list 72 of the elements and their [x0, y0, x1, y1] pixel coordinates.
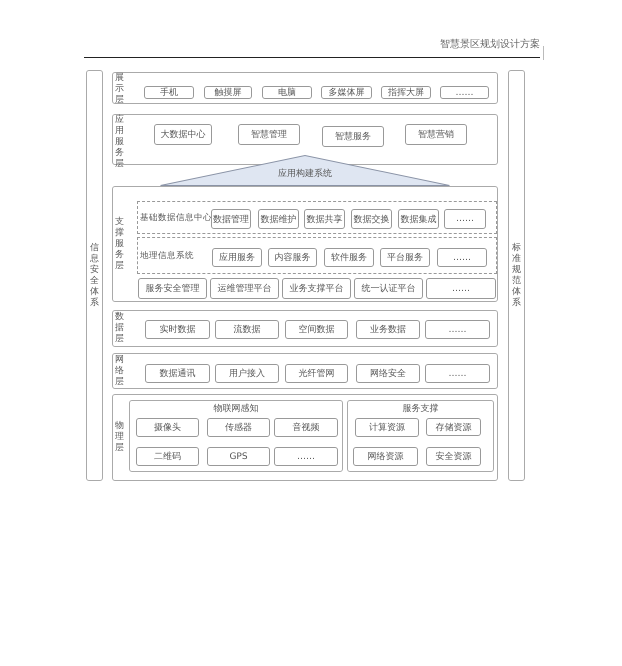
item-box: 流数据 — [215, 320, 279, 339]
item-box: 触摸屏 — [204, 86, 252, 99]
layer-panel — [112, 310, 498, 347]
item-box: 传感器 — [207, 418, 270, 437]
layer-label: 支撑服务层 — [114, 216, 125, 272]
item-box: 内容服务 — [268, 248, 317, 267]
item-box: 统一认证平台 — [354, 278, 423, 299]
item-box: 音视频 — [274, 418, 338, 437]
item-box: …… — [444, 209, 486, 229]
item-box: 手机 — [144, 86, 194, 99]
item-box: 运维管理平台 — [210, 278, 279, 299]
layer-panel — [112, 72, 498, 104]
group-panel — [347, 400, 494, 472]
item-box: 实时数据 — [145, 320, 210, 339]
layer-label: 展示层 — [114, 73, 125, 106]
item-box: 电脑 — [262, 86, 312, 99]
item-box: 数据交换 — [351, 209, 392, 229]
item-box: 网络安全 — [356, 364, 420, 383]
item-box: 空间数据 — [285, 320, 348, 339]
column-label: 信息安全体系 — [89, 242, 100, 308]
item-box: 指挥大屏 — [381, 86, 431, 99]
group-heading: 物联网感知 — [212, 402, 260, 415]
item-box: 业务数据 — [356, 320, 420, 339]
layer-label: 数据层 — [114, 312, 125, 345]
item-box: 摄像头 — [136, 418, 199, 437]
item-box: 智慧服务 — [322, 126, 384, 147]
item-box: …… — [274, 447, 338, 466]
item-box: 服务安全管理 — [138, 278, 207, 299]
item-box: 安全资源 — [426, 447, 481, 466]
item-box: 网络资源 — [353, 447, 418, 466]
item-box: GPS — [207, 447, 270, 466]
item-box: 用户接入 — [215, 364, 279, 383]
item-box: …… — [440, 86, 489, 99]
group-heading: 服务支撑 — [402, 402, 440, 415]
item-box: 大数据中心 — [154, 124, 212, 145]
item-box: 计算资源 — [355, 418, 419, 437]
item-box: 二维码 — [136, 447, 199, 466]
layer-panel — [112, 394, 498, 481]
layer-label: 应用服务层 — [114, 115, 125, 170]
item-box: 数据共享 — [304, 209, 345, 229]
item-box: 软件服务 — [324, 248, 374, 267]
layer-panel — [112, 114, 498, 165]
column-label: 标准规范体系 — [511, 242, 522, 308]
item-box: …… — [426, 278, 496, 299]
item-box: 数据维护 — [258, 209, 299, 229]
item-box: 智慧营销 — [405, 124, 467, 145]
layer-panel — [112, 186, 498, 302]
layer-panel — [112, 353, 498, 389]
item-box: 数据管理 — [211, 209, 251, 229]
item-box: …… — [425, 320, 490, 339]
item-box: …… — [425, 364, 490, 383]
item-box: 光纤管网 — [285, 364, 348, 383]
item-box: 数据通讯 — [145, 364, 210, 383]
item-box: 存储资源 — [426, 418, 481, 436]
item-box: 业务支撑平台 — [282, 278, 351, 299]
group-panel — [137, 237, 497, 274]
item-box: 数据集成 — [398, 209, 439, 229]
banner-label: 应用构建系统 — [277, 168, 333, 180]
item-box: 平台服务 — [380, 248, 430, 267]
group-panel — [137, 201, 497, 234]
group-panel — [129, 400, 343, 472]
side-column — [86, 70, 103, 481]
item-box: …… — [437, 248, 487, 267]
layer-label: 网络层 — [114, 354, 125, 388]
item-box: 多媒体屏 — [321, 86, 372, 99]
layer-label: 物理层 — [114, 421, 125, 454]
group-label: 基础数据信息中心 — [140, 212, 212, 224]
item-box: 应用服务 — [212, 248, 262, 267]
side-column — [508, 70, 525, 481]
item-box: 智慧管理 — [238, 124, 300, 145]
header-title: 智慧景区规划设计方案 — [439, 38, 540, 51]
group-label: 地理信息系统 — [140, 250, 194, 262]
